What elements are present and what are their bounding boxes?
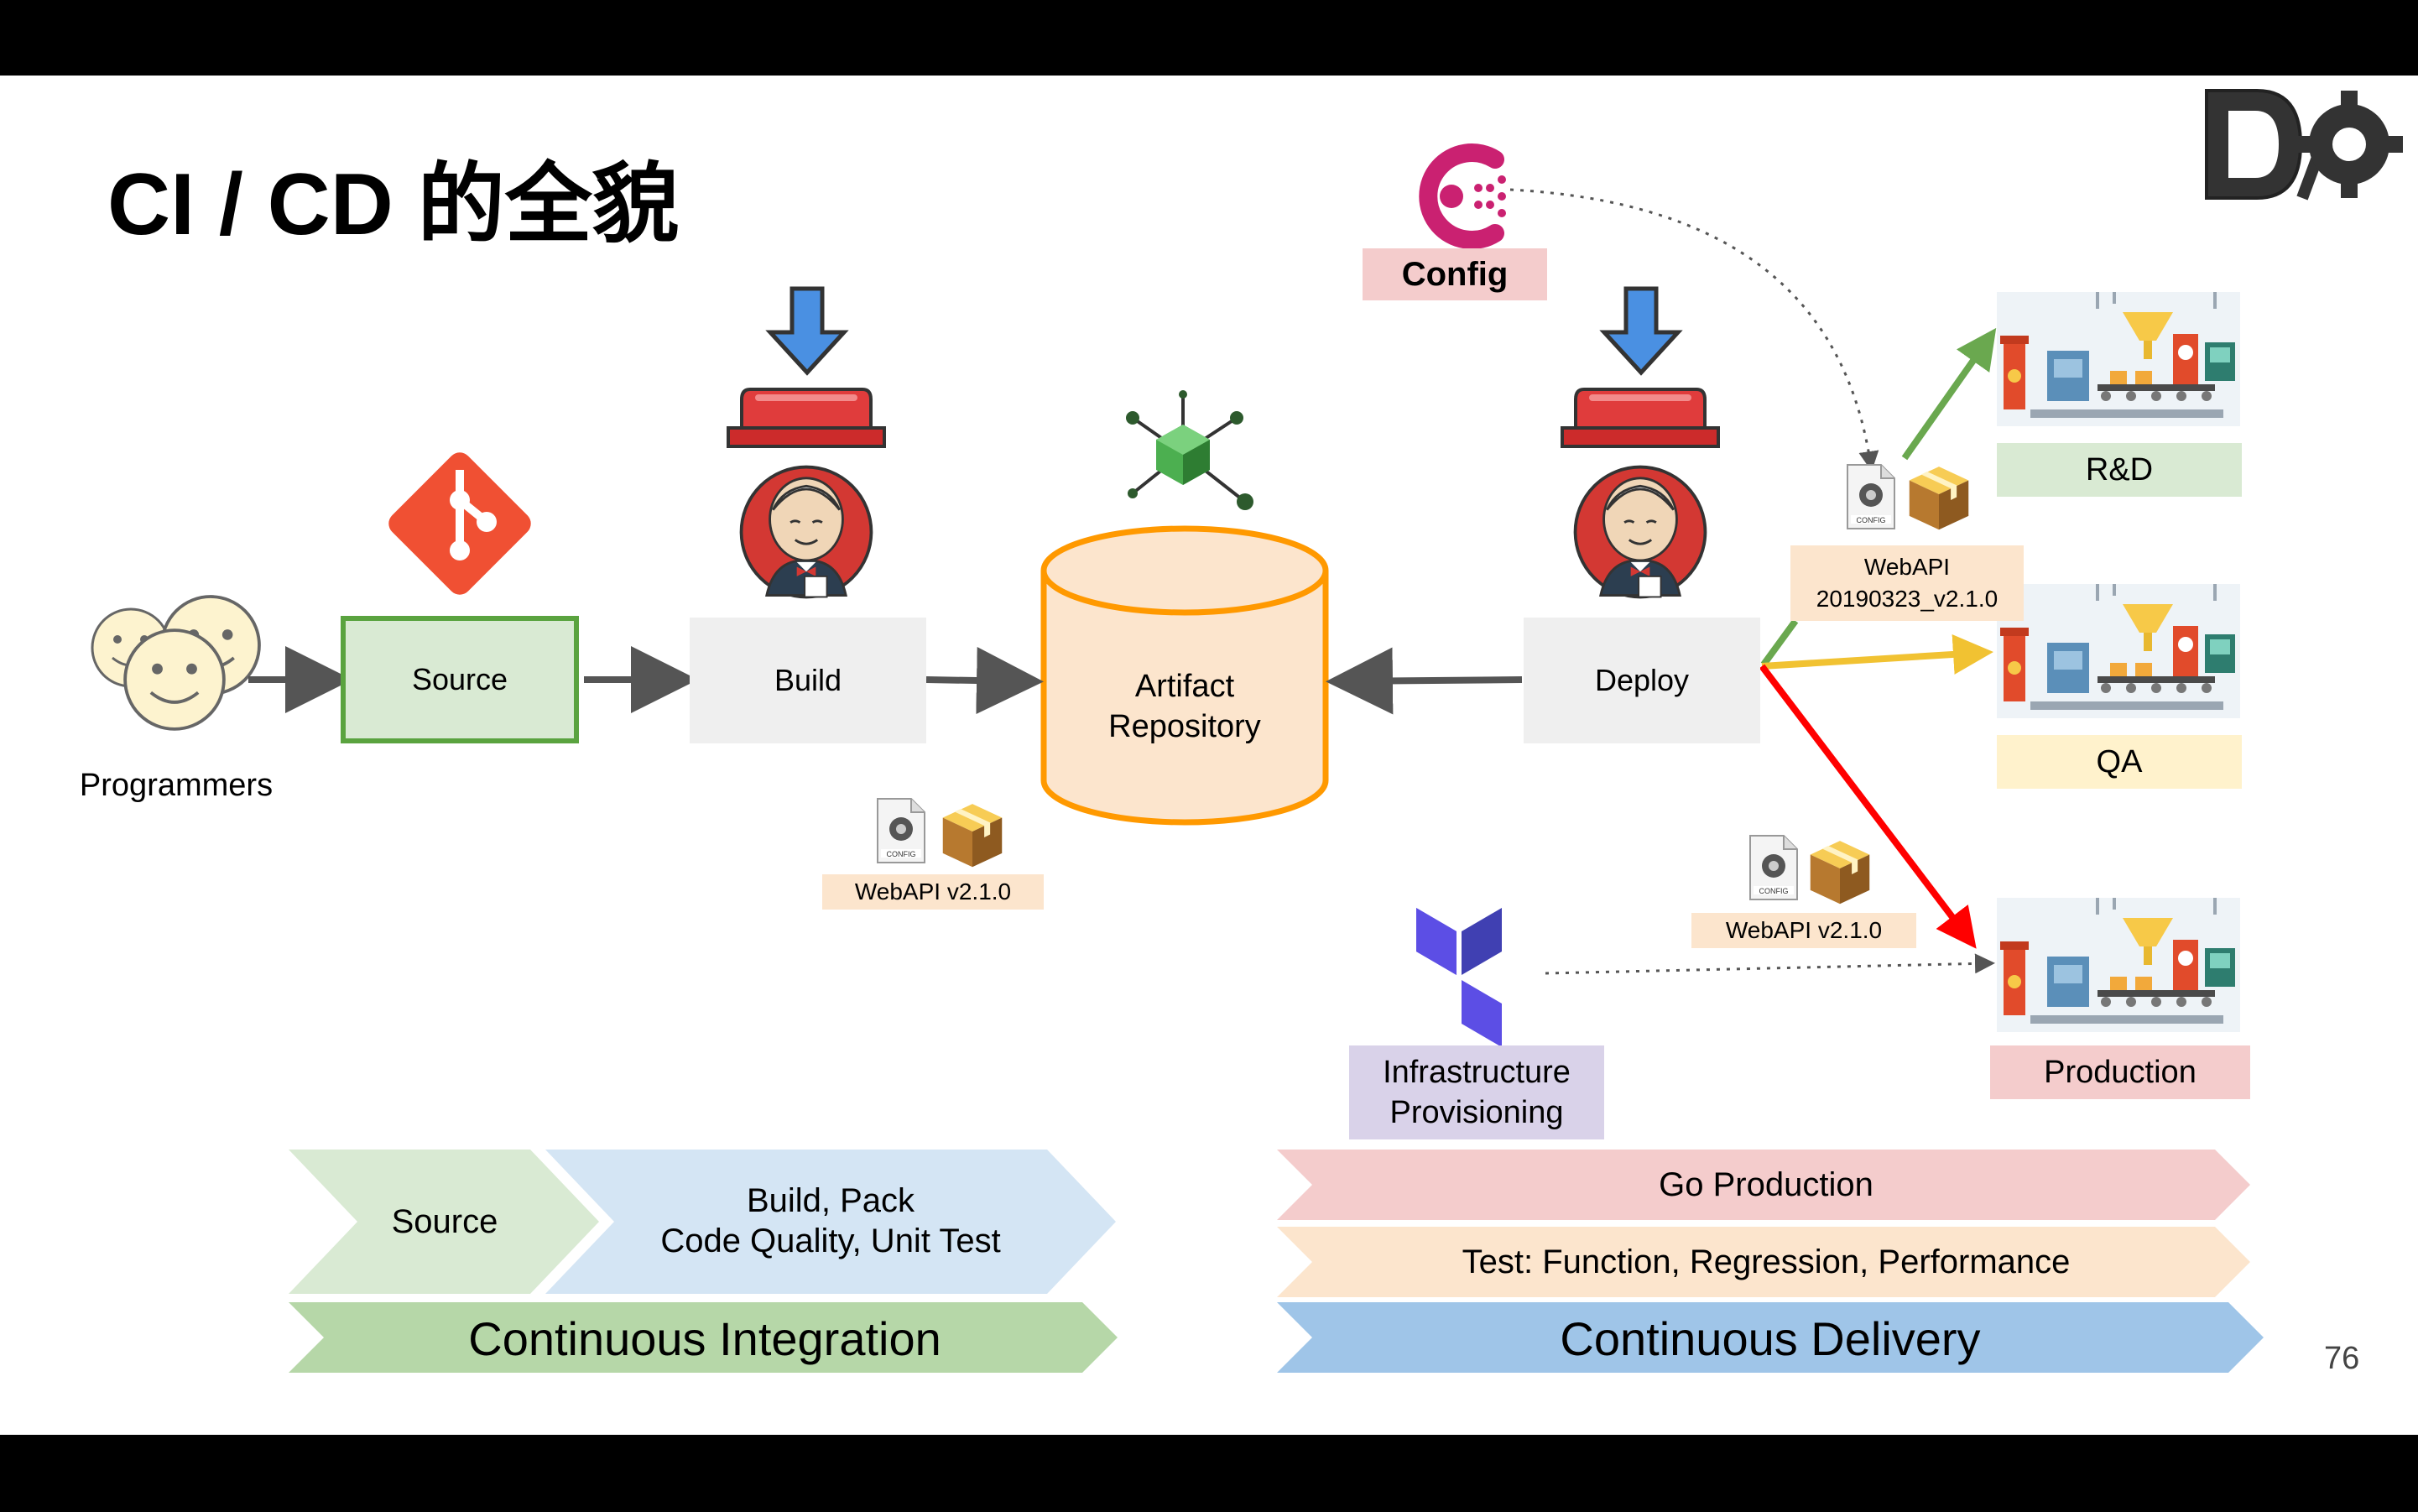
ci-source-band-shape	[289, 1150, 599, 1294]
cd-band-label: Continuous Delivery	[1560, 1311, 1981, 1365]
deploy-to-rd-arrow	[1760, 339, 1988, 667]
programmers-label: Programmers	[79, 767, 274, 803]
terraform-icon	[1416, 908, 1502, 1047]
rd-factory-icon	[1997, 292, 2240, 426]
consul-config-icon	[1419, 143, 1506, 249]
slide-title: CI / CD 的全貌	[107, 156, 680, 253]
infrastructure-to-production-dotted-arrow	[1545, 953, 1995, 975]
build-band-line2: Code Quality, Unit Test	[660, 1223, 1001, 1259]
infrastructure-provisioning-label: Infrastructure Provisioning	[1349, 1045, 1604, 1139]
page-number: 76	[2324, 1341, 2360, 1376]
deploy-to-artifact-arrow	[1326, 647, 1523, 715]
build-button-icon	[727, 388, 886, 448]
artifact-repository-label: Artifact Repository	[1049, 663, 1321, 750]
rd-environment-label: R&D	[1997, 443, 2242, 497]
deploy-to-production-arrow	[1759, 664, 1977, 949]
go-production-band-shape	[1277, 1150, 2250, 1220]
artifact-repository-cylinder	[1040, 525, 1329, 826]
ci-band-shape	[289, 1302, 1118, 1373]
go-production-band-label: Go Production	[1659, 1165, 1873, 1203]
bottom-black-bar	[0, 1435, 2418, 1512]
ci-build-band-shape	[545, 1150, 1116, 1294]
qa-environment-label: QA	[1997, 735, 2242, 789]
prod-package-label: WebAPI v2.1.0	[1691, 913, 1916, 948]
build-to-artifact-arrow	[925, 647, 1044, 715]
git-icon	[388, 452, 531, 595]
deploy-box: Deploy	[1524, 618, 1760, 743]
rd-package-icon	[1909, 467, 1969, 530]
artifact-hub-icon	[1126, 390, 1253, 510]
rd-package-line1: WebAPI	[1863, 554, 1951, 580]
test-band-label: Test: Function, Regression, Performance	[1462, 1243, 2071, 1280]
ci-build-band-label: Build, Pack Code Quality, Unit Test	[621, 1175, 1040, 1267]
rd-config-icon	[1847, 464, 1895, 529]
cd-band-shape	[1277, 1302, 2264, 1373]
infra-line1: Infrastructure	[1383, 1055, 1571, 1090]
prod-config-icon	[1749, 835, 1798, 900]
jenkins-build-icon	[739, 465, 873, 599]
ci-source-band-label: Source	[391, 1202, 498, 1240]
production-factory-icon	[1997, 898, 2240, 1032]
build-config-icon	[877, 798, 925, 863]
programmers-icon	[91, 595, 261, 731]
production-environment-label: Production	[1990, 1045, 2250, 1099]
artifact-label-line2: Repository	[1108, 709, 1261, 744]
test-band-shape	[1277, 1227, 2250, 1297]
source-box: Source	[341, 616, 579, 743]
infra-line2: Provisioning	[1389, 1095, 1564, 1130]
ci-band-label: Continuous Integration	[468, 1311, 941, 1365]
rd-package-label: WebAPI 20190323_v2.1.0	[1790, 545, 2024, 621]
build-package-label: WebAPI v2.1.0	[822, 874, 1044, 910]
deploy-to-qa-arrow	[1761, 634, 1993, 675]
devops-logo-icon	[2205, 89, 2403, 201]
prod-package-icon	[1810, 841, 1870, 905]
rd-package-line2: 20190323_v2.1.0	[1816, 586, 1998, 612]
deploy-trigger-arrow-icon	[1604, 289, 1678, 373]
build-package-icon	[942, 804, 1003, 868]
jenkins-deploy-icon	[1573, 465, 1707, 599]
qa-factory-icon	[1997, 584, 2240, 718]
build-trigger-arrow-icon	[770, 289, 844, 373]
top-black-bar	[0, 0, 2418, 76]
config-label: Config	[1363, 248, 1547, 300]
build-box: Build	[690, 618, 926, 743]
deploy-button-icon	[1561, 388, 1720, 448]
artifact-label-line1: Artifact	[1134, 669, 1235, 704]
build-band-line1: Build, Pack	[746, 1182, 915, 1219]
